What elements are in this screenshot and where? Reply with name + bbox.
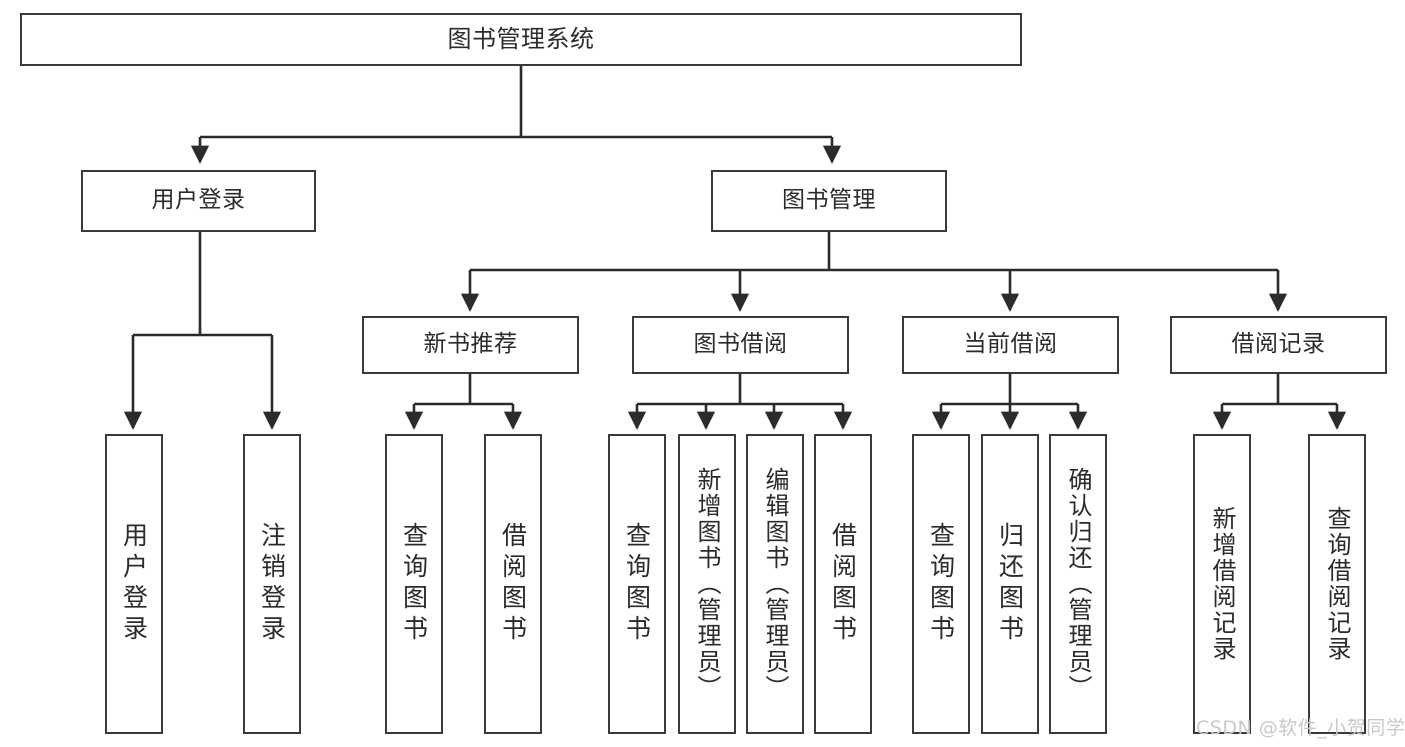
- node-leaf-borrow-book[interactable]: 借阅图书: [814, 434, 872, 734]
- node-label: 确认归还（管理员）: [1064, 467, 1092, 701]
- node-leaf-logout[interactable]: 注销登录: [243, 434, 301, 734]
- node-label: 新增借阅记录: [1208, 506, 1236, 662]
- node-label: 查询图书: [399, 522, 429, 646]
- node-label: 注销登录: [257, 522, 287, 646]
- node-new-book-recommend[interactable]: 新书推荐: [362, 316, 579, 374]
- node-leaf-add-borrow-record[interactable]: 新增借阅记录: [1193, 434, 1251, 734]
- node-label: 用户登录: [151, 187, 246, 214]
- node-leaf-add-book-admin[interactable]: 新增图书（管理员）: [678, 434, 736, 734]
- node-leaf-user-login[interactable]: 用户登录: [105, 434, 163, 734]
- node-current-borrow[interactable]: 当前借阅: [902, 316, 1119, 374]
- node-label: 借阅图书: [828, 522, 858, 646]
- watermark-text: CSDN @软件_小贺同学: [1196, 717, 1405, 739]
- node-leaf-borrow-book-recommend[interactable]: 借阅图书: [484, 434, 542, 734]
- node-root-system[interactable]: 图书管理系统: [20, 13, 1022, 66]
- node-book-management[interactable]: 图书管理: [711, 170, 947, 232]
- node-leaf-confirm-return-admin[interactable]: 确认归还（管理员）: [1049, 434, 1107, 734]
- node-label: 查询图书: [622, 522, 652, 646]
- node-leaf-query-book-borrow[interactable]: 查询图书: [608, 434, 666, 734]
- node-label: 新增图书（管理员）: [693, 467, 721, 701]
- node-label: 新书推荐: [423, 331, 518, 358]
- node-leaf-return-book[interactable]: 归还图书: [981, 434, 1039, 734]
- node-label: 编辑图书（管理员）: [761, 467, 789, 701]
- node-leaf-query-book-current[interactable]: 查询图书: [912, 434, 970, 734]
- node-leaf-query-book-recommend[interactable]: 查询图书: [385, 434, 443, 734]
- node-leaf-edit-book-admin[interactable]: 编辑图书（管理员）: [746, 434, 804, 734]
- node-label: 查询图书: [926, 522, 956, 646]
- node-leaf-query-borrow-record[interactable]: 查询借阅记录: [1308, 434, 1366, 734]
- node-label: 图书管理系统: [447, 25, 595, 54]
- node-user-login[interactable]: 用户登录: [81, 170, 316, 232]
- node-book-borrow[interactable]: 图书借阅: [632, 316, 849, 374]
- node-label: 借阅记录: [1231, 331, 1326, 358]
- node-label: 图书管理: [782, 187, 876, 214]
- node-label: 查询借阅记录: [1323, 506, 1351, 662]
- node-label: 用户登录: [119, 522, 149, 646]
- node-label: 借阅图书: [498, 522, 528, 646]
- node-label: 归还图书: [995, 522, 1025, 646]
- node-borrow-record[interactable]: 借阅记录: [1170, 316, 1387, 374]
- node-label: 图书借阅: [693, 331, 788, 358]
- node-label: 当前借阅: [963, 331, 1058, 358]
